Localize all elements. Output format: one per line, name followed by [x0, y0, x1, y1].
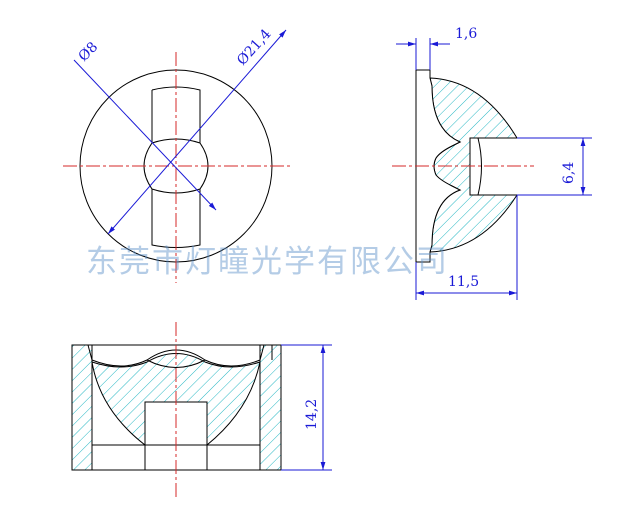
holder-right-wall	[259, 344, 282, 471]
holder-lens-top	[80, 344, 273, 367]
dim-dia-outer: Ø21,4	[234, 26, 274, 68]
holder-section-view: 14,2	[71, 322, 332, 498]
leader-dia-outer	[107, 29, 287, 235]
dim-lens-length: 11,5	[448, 274, 479, 290]
dim-dia-inner: Ø8	[76, 39, 102, 65]
lens-flange	[415, 69, 462, 263]
holder-left-wall	[71, 344, 93, 471]
company-watermark: 东莞市灯瞳光学有限公司	[86, 244, 449, 280]
dim-flange-thickness: 1,6	[455, 26, 477, 42]
dim-cavity-diameter: 6,4	[561, 162, 577, 184]
dim-holder-height: 14,2	[304, 399, 320, 430]
side-section-view: 1,6 6,4 11,5	[392, 26, 592, 300]
leader-dia-inner	[73, 59, 217, 211]
